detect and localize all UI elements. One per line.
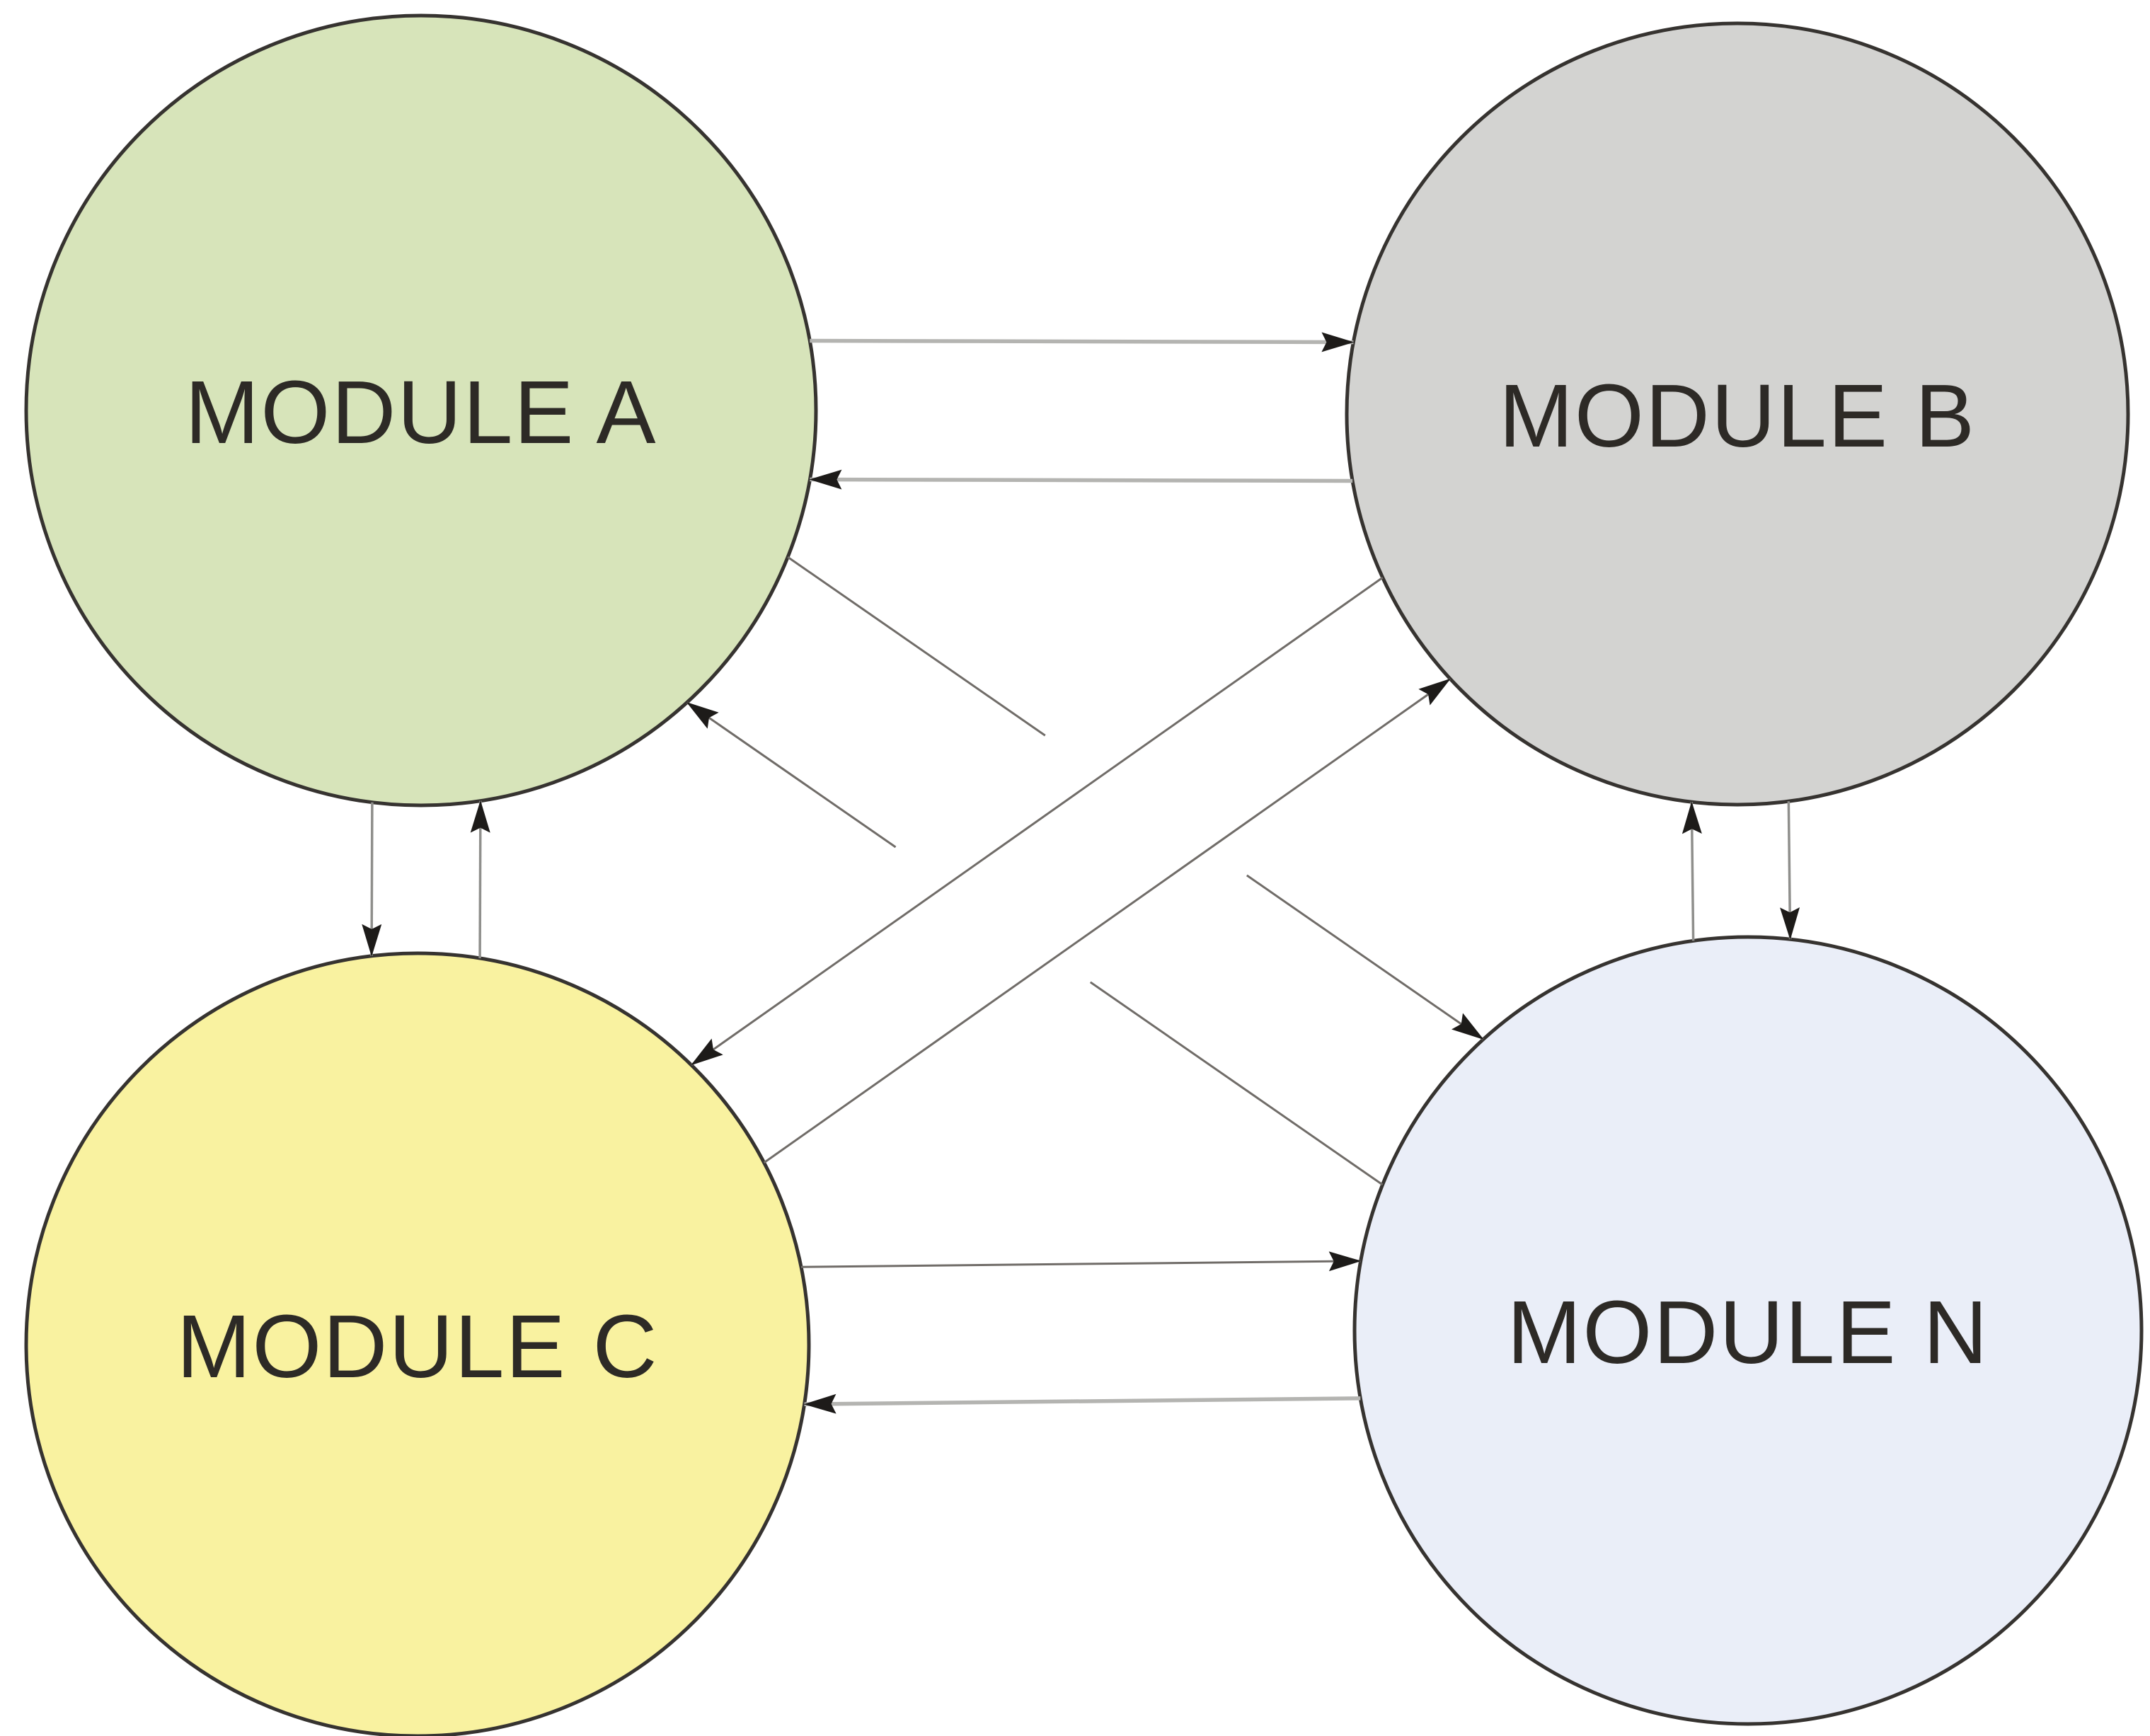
- edge-b-to-a: [809, 469, 1353, 490]
- edge-a-to-n-segment-2: [1246, 874, 1484, 1040]
- edge-n-to-c: [803, 1393, 1361, 1414]
- edge-n-to-b: [1682, 801, 1702, 941]
- module-c-label: MODULE C: [176, 1297, 658, 1396]
- module-b-label: MODULE B: [1499, 366, 1976, 466]
- edge-n-to-a-segment-1: [1089, 981, 1384, 1186]
- edge-n-to-a-segment-2: [686, 701, 897, 849]
- module-c-circle: [24, 951, 811, 1736]
- edge-c-to-n: [800, 1251, 1362, 1272]
- edge-a-to-b: [810, 332, 1355, 352]
- edge-c-to-a: [470, 800, 490, 959]
- edge-b-to-c: [691, 576, 1384, 1067]
- edges-layer: [362, 332, 1800, 1414]
- module-a-label: MODULE A: [185, 362, 657, 462]
- module-b-circle: [1345, 21, 2130, 807]
- module-a-circle: [24, 13, 818, 807]
- edge-c-to-b: [763, 677, 1451, 1164]
- edge-a-to-n-segment-1: [787, 556, 1046, 737]
- nodes-layer: MODULE A MODULE B MODULE C MODULE N: [24, 13, 2144, 1736]
- edge-b-to-n: [1780, 801, 1800, 941]
- module-n-circle: [1352, 935, 2144, 1726]
- module-n-label: MODULE N: [1507, 1282, 1989, 1382]
